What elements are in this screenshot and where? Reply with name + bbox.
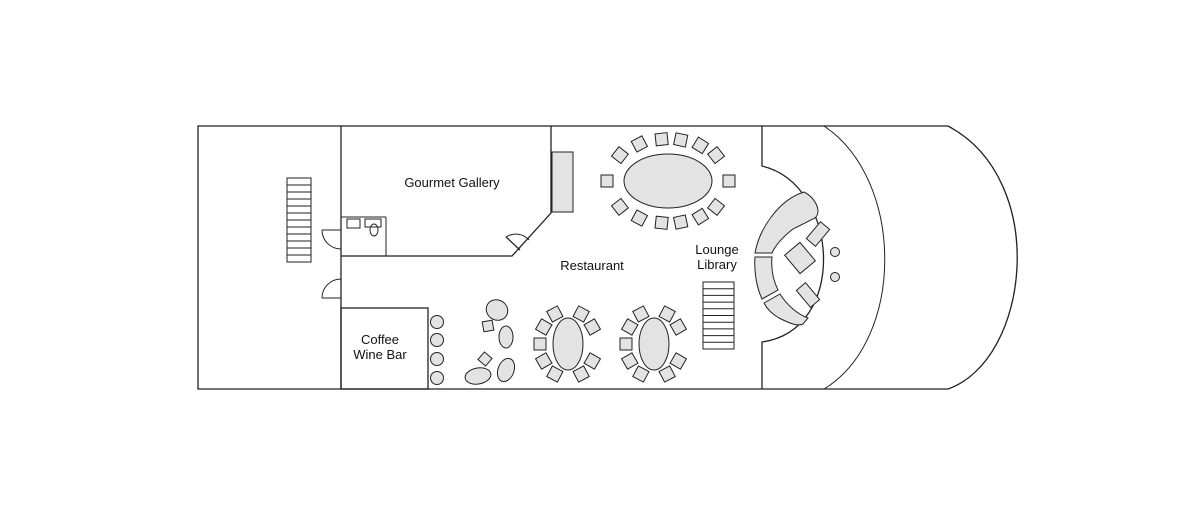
large-dining-table xyxy=(600,132,736,230)
chair xyxy=(691,207,710,226)
chair xyxy=(619,337,633,351)
aft-door-lower[interactable] xyxy=(321,278,342,299)
lounge-inner-curve xyxy=(823,125,886,390)
dining-table-right xyxy=(619,305,688,383)
chair xyxy=(632,305,650,323)
chair xyxy=(620,318,639,336)
chair xyxy=(583,352,602,370)
chair xyxy=(600,174,614,188)
chair xyxy=(672,132,689,148)
chair xyxy=(658,365,676,383)
chair xyxy=(630,209,649,227)
chair xyxy=(572,305,590,323)
bar-stools xyxy=(430,315,444,385)
chair xyxy=(546,305,564,323)
lounge-seating-group xyxy=(464,299,516,385)
gourmet-gallery-label: Gourmet Gallery xyxy=(404,175,500,190)
coffee-wine-bar-room xyxy=(340,307,429,390)
chair xyxy=(583,318,602,336)
gourmet-gallery-walls xyxy=(341,126,552,257)
gallery-counter xyxy=(551,151,574,213)
aft-door-upper[interactable] xyxy=(321,229,342,250)
hull-outline xyxy=(197,125,1018,390)
chair xyxy=(722,174,736,188)
chair xyxy=(632,365,650,383)
curved-sofa xyxy=(754,191,819,326)
chair xyxy=(654,132,669,147)
chair xyxy=(691,136,710,155)
chair xyxy=(572,365,590,383)
chair xyxy=(706,197,726,216)
chair xyxy=(706,146,726,165)
restaurant-label: Restaurant xyxy=(560,258,624,273)
chair xyxy=(630,135,649,153)
chair xyxy=(654,215,669,230)
chair xyxy=(669,318,688,336)
chair xyxy=(534,318,553,336)
chair xyxy=(658,305,676,323)
forward-staircase xyxy=(702,281,735,350)
lounge-label: Lounge xyxy=(695,242,738,257)
restroom xyxy=(341,216,387,256)
chair xyxy=(610,146,630,165)
wine-bar-label: Wine Bar xyxy=(353,347,407,362)
chair xyxy=(610,197,630,216)
chair xyxy=(669,352,688,370)
coffee-label: Coffee xyxy=(361,332,399,347)
lounge-side-tables xyxy=(795,221,840,308)
chair xyxy=(620,352,639,370)
dining-table-center xyxy=(533,305,602,383)
library-label: Library xyxy=(697,257,737,272)
chair xyxy=(672,214,689,230)
chair xyxy=(533,337,547,351)
chair xyxy=(534,352,553,370)
chair xyxy=(546,365,564,383)
gallery-door[interactable] xyxy=(505,233,530,251)
aft-staircase xyxy=(286,177,312,263)
lounge-walls xyxy=(761,126,825,389)
